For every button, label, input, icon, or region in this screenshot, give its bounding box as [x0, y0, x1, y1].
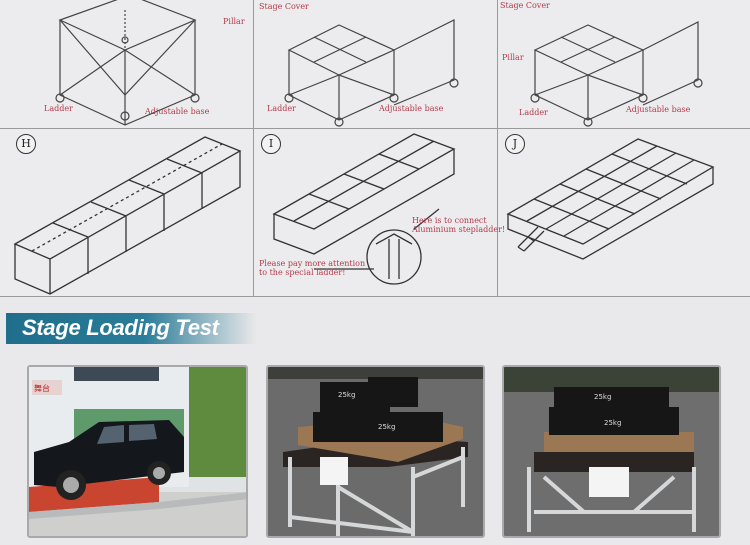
label-stage-cover: Stage Cover [500, 1, 550, 10]
car-photo: 舞台 [29, 367, 246, 536]
label-adjustable-base: Adjustable base [626, 105, 691, 114]
weights-photo: 25kg 25kg [504, 367, 719, 536]
stage-frame-drawing [55, 0, 200, 126]
label-ladder: Ladder [44, 104, 73, 113]
label-pillar: Pillar [502, 53, 524, 62]
weight-label: 25kg [338, 391, 355, 399]
diagram-panel-j: J [498, 129, 750, 297]
letter-badge: H [16, 134, 36, 154]
label-pillar: Pillar [223, 17, 245, 26]
stage-with-ladder-drawing [272, 133, 456, 285]
weights-photo: 25kg 25kg [268, 367, 483, 536]
section-banner: Stage Loading Test [6, 313, 256, 344]
weight-label: 25kg [604, 419, 621, 427]
label-stage-cover: Stage Cover [259, 2, 309, 11]
stage-diagrams: Pillar Ladder Adjustable base Stage Cove… [0, 0, 750, 297]
diagram-panel-top-1: Pillar Ladder Adjustable base [0, 0, 254, 129]
label-adjustable-base: Adjustable base [379, 104, 444, 113]
diagram-panel-top-3: Stage Cover Pillar Ladder Adjustable bas… [498, 0, 750, 129]
stage-frame-drawing [530, 21, 703, 127]
stage-frame-drawing [284, 19, 459, 127]
diagram-panel-top-2: Stage Cover Ladder Adjustable base [254, 0, 498, 129]
note-connect-stepladder: Here is to connect Aluminium stepladder! [412, 216, 506, 234]
weight-label: 25kg [594, 393, 611, 401]
label-adjustable-base: Adjustable base [145, 107, 210, 116]
diagram-panel-i: I Here is to connect Aluminium stepladde… [254, 129, 505, 297]
label-ladder: Ladder [267, 104, 296, 113]
photo-weights-test-1: 25kg 25kg [266, 365, 485, 538]
building-sign: 舞台 [34, 383, 50, 393]
weight-label: 25kg [378, 423, 395, 431]
section-title: Stage Loading Test [22, 315, 219, 340]
photo-car-on-stage: 舞台 [27, 365, 248, 538]
label-ladder: Ladder [519, 108, 548, 117]
large-stage-drawing [506, 138, 715, 260]
letter-badge: J [505, 134, 525, 154]
letter-badge: I [261, 134, 281, 154]
note-special-ladder: Please pay more attention to the special… [259, 259, 366, 277]
photo-weights-test-2: 25kg 25kg [502, 365, 721, 538]
long-stage-drawing [13, 136, 242, 295]
diagram-panel-h: H [0, 129, 254, 297]
